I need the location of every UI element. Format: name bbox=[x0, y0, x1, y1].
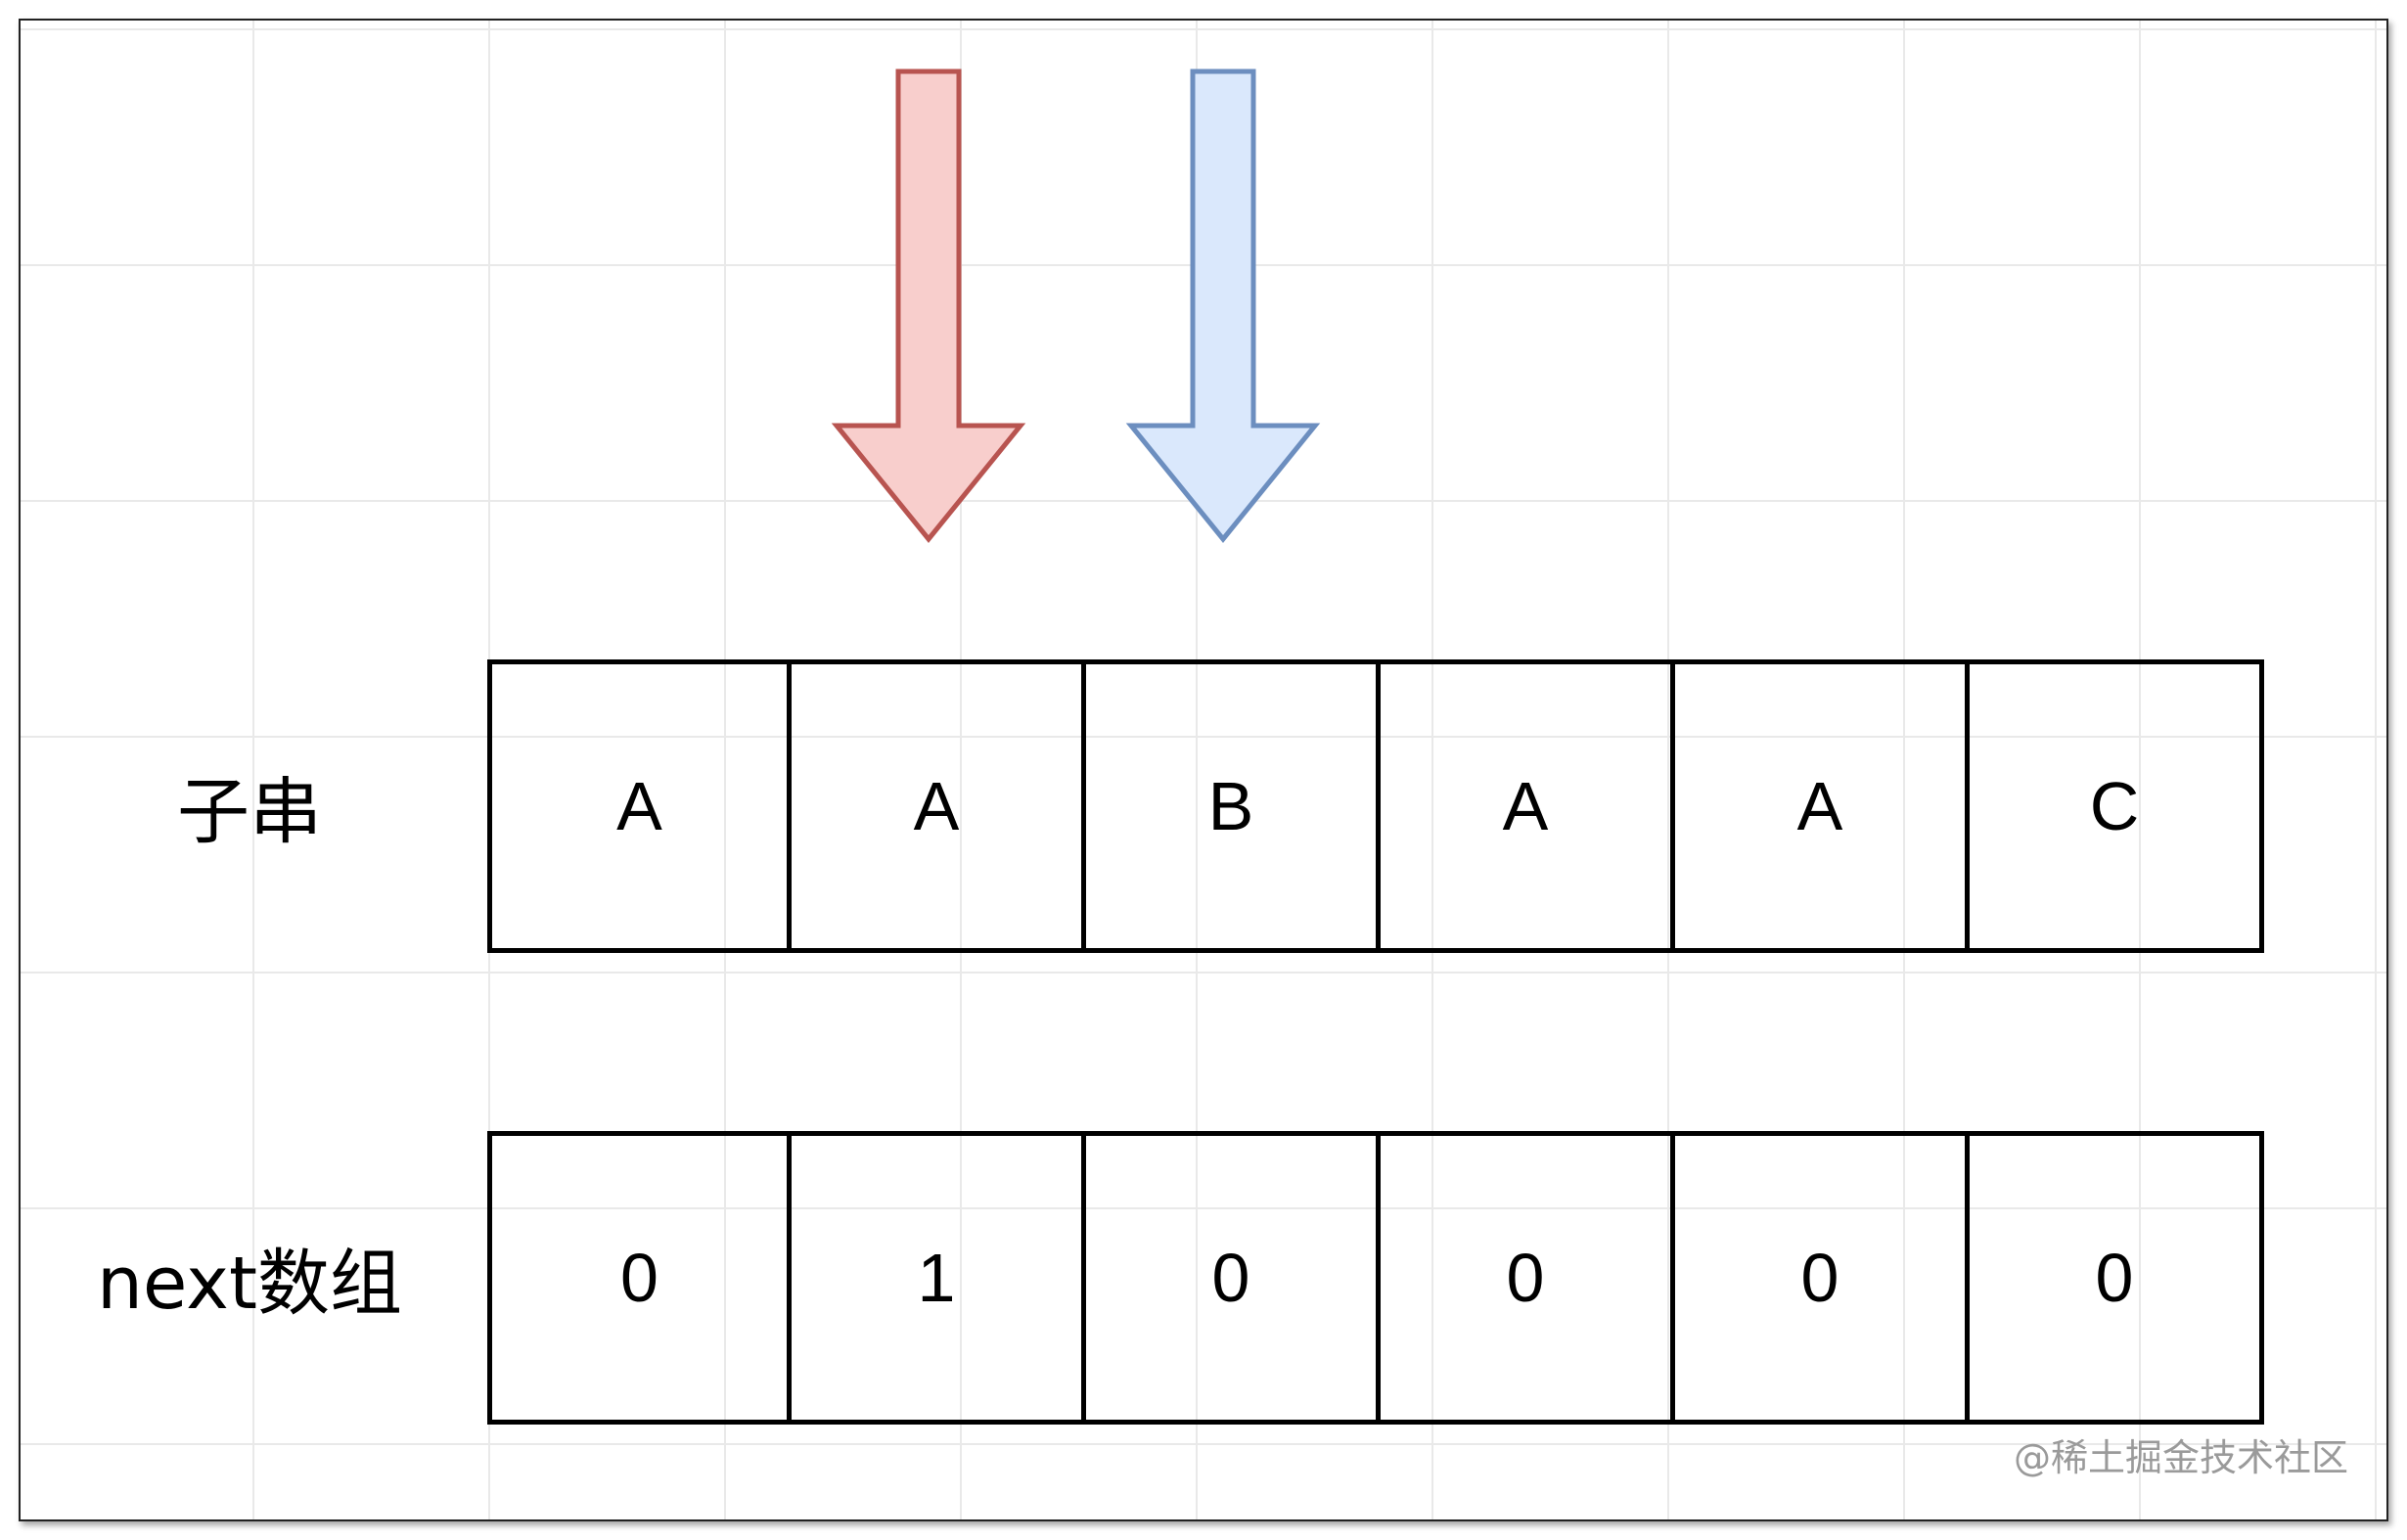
next-array-cell: 0 bbox=[1081, 1136, 1376, 1420]
substring-row-label: 子串 bbox=[177, 770, 322, 854]
blue-pointer-arrow bbox=[1125, 68, 1321, 543]
next-array-row-label: next数组 bbox=[97, 1242, 402, 1326]
next-array-cell: 0 bbox=[1670, 1136, 1965, 1420]
red-pointer-arrow bbox=[831, 68, 1026, 543]
next-array-cell: 0 bbox=[1965, 1136, 2259, 1420]
substring-cell: B bbox=[1081, 664, 1376, 948]
next-array-cell: 1 bbox=[787, 1136, 1081, 1420]
next-array-row: 0 1 0 0 0 0 bbox=[487, 1131, 2264, 1425]
substring-cell: A bbox=[787, 664, 1081, 948]
substring-row: A A B A A C bbox=[487, 659, 2264, 953]
next-array-cell: 0 bbox=[1376, 1136, 1670, 1420]
substring-cell: A bbox=[1670, 664, 1965, 948]
substring-cell: A bbox=[1376, 664, 1670, 948]
watermark: @稀土掘金技术社区 bbox=[2013, 1436, 2348, 1479]
next-array-cell: 0 bbox=[620, 1240, 659, 1316]
substring-cell: A bbox=[616, 768, 662, 844]
substring-cell: C bbox=[1965, 664, 2259, 948]
